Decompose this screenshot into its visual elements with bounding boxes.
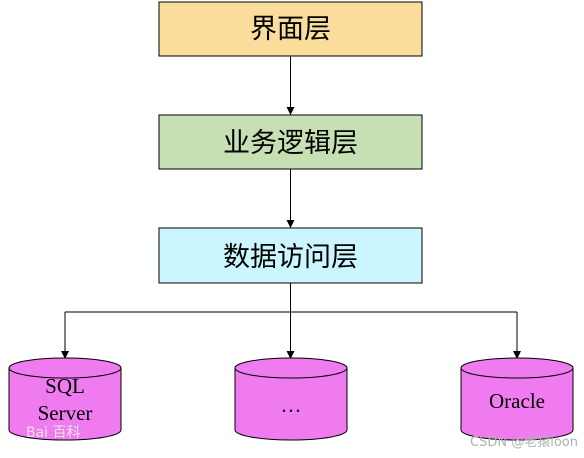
db-oracle-body [460, 368, 574, 441]
db-sqlserver-body [8, 368, 122, 441]
database-oracle: Oracle [460, 357, 574, 441]
layer-data-access-label: 数据访问层 [223, 242, 358, 273]
layer-ui-label: 界面层 [250, 14, 331, 45]
db-oracle-label: Oracle [489, 389, 545, 413]
watermark-baike: Bai 百科 [26, 425, 81, 441]
watermark-csdn: CSDN @老猿loon [470, 435, 578, 450]
db-other-label: … [281, 393, 302, 417]
branch-connector [61, 283, 521, 359]
layer-ui: 界面层 [158, 1, 423, 57]
db-sqlserver-label-line2: Server [38, 401, 93, 425]
db-other-top [234, 357, 348, 379]
db-other-body [234, 368, 348, 441]
layer-data-access-box [158, 227, 423, 284]
layer-business-logic-box [158, 114, 423, 170]
layer-business-logic-label: 业务逻辑层 [223, 128, 358, 159]
db-oracle-top [460, 357, 574, 379]
layer-business-logic: 业务逻辑层 [158, 114, 423, 170]
database-other: … [234, 357, 348, 441]
db-sqlserver-top [8, 357, 122, 379]
layer-ui-box [158, 1, 423, 57]
database-sqlserver: SQL Server [8, 357, 122, 441]
layer-data-access: 数据访问层 [158, 227, 423, 284]
db-sqlserver-label-line1: SQL [45, 374, 85, 398]
